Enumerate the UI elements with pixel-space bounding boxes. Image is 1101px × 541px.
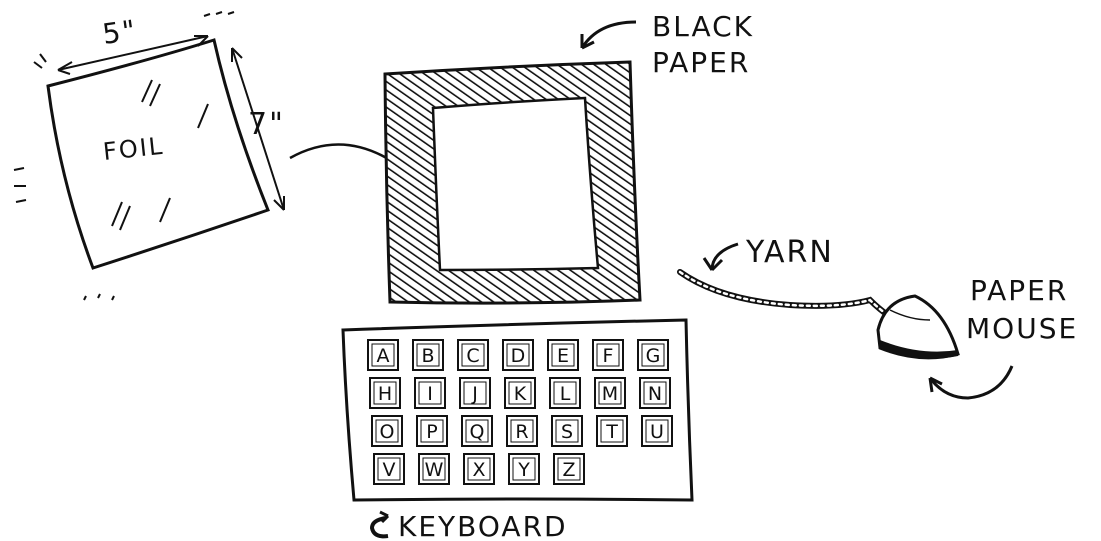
key-c: C <box>458 340 488 370</box>
key-label: I <box>427 383 433 405</box>
key-t: T <box>597 416 627 446</box>
foil-height-label: 7" <box>248 107 285 142</box>
key-label: M <box>602 383 618 405</box>
yarn-callout: YARN <box>704 235 834 270</box>
key-j: J <box>460 378 490 408</box>
key-w: W <box>419 454 449 484</box>
key-s: S <box>552 416 582 446</box>
black-paper-label-line1: BLACK <box>652 10 754 43</box>
key-x: X <box>464 454 494 484</box>
paper-mouse-label-line1: PAPER <box>970 274 1068 307</box>
key-label: C <box>466 345 479 367</box>
key-d: D <box>503 340 533 370</box>
yarn-cable <box>680 272 892 318</box>
key-o: O <box>372 416 402 446</box>
key-i: I <box>415 378 445 408</box>
key-v: V <box>374 454 404 484</box>
key-n: N <box>640 378 670 408</box>
key-m: M <box>595 378 625 408</box>
key-f: F <box>593 340 623 370</box>
key-h: H <box>370 378 400 408</box>
keyboard: A B C D E F G H I J K L M N O P Q R S T U V W X Y Z <box>343 320 692 500</box>
key-label: V <box>383 459 396 481</box>
black-paper-label-line2: PAPER <box>652 46 750 79</box>
key-label: O <box>380 421 395 443</box>
key-z: Z <box>554 454 584 484</box>
paper-mouse <box>878 296 958 359</box>
key-label: E <box>557 345 569 367</box>
key-y: Y <box>509 454 539 484</box>
key-label: P <box>426 421 437 443</box>
key-label: L <box>560 383 571 405</box>
key-label: S <box>561 421 573 443</box>
black-paper-monitor <box>385 62 640 303</box>
key-label: Q <box>470 421 485 443</box>
key-u: U <box>642 416 672 446</box>
key-label: X <box>472 459 485 481</box>
keyboard-label: KEYBOARD <box>398 510 568 541</box>
key-label: F <box>603 345 614 367</box>
key-label: R <box>515 421 528 443</box>
key-label: W <box>425 459 444 481</box>
foil-sheet: FOIL <box>48 40 268 268</box>
foil-width-label: 5" <box>100 13 139 51</box>
key-e: E <box>548 340 578 370</box>
key-label: N <box>648 383 662 405</box>
yarn-label: YARN <box>745 235 834 270</box>
key-label: K <box>514 383 527 405</box>
key-label: J <box>471 383 478 405</box>
key-b: B <box>413 340 443 370</box>
key-label: Z <box>562 459 575 481</box>
key-label: G <box>646 345 661 367</box>
paper-mouse-label-line2: MOUSE <box>966 312 1078 345</box>
foil-screen <box>433 98 598 270</box>
key-l: L <box>550 378 580 408</box>
key-label: Y <box>517 459 530 481</box>
key-r: R <box>507 416 537 446</box>
key-label: H <box>378 383 392 405</box>
key-label: A <box>377 345 390 367</box>
key-k: K <box>505 378 535 408</box>
key-p: P <box>417 416 447 446</box>
key-label: U <box>650 421 664 443</box>
keyboard-callout: KEYBOARD <box>372 510 568 541</box>
key-a: A <box>368 340 398 370</box>
key-label: D <box>511 345 526 367</box>
key-label: T <box>605 421 618 443</box>
key-q: Q <box>462 416 492 446</box>
key-label: B <box>421 345 434 367</box>
key-g: G <box>638 340 668 370</box>
